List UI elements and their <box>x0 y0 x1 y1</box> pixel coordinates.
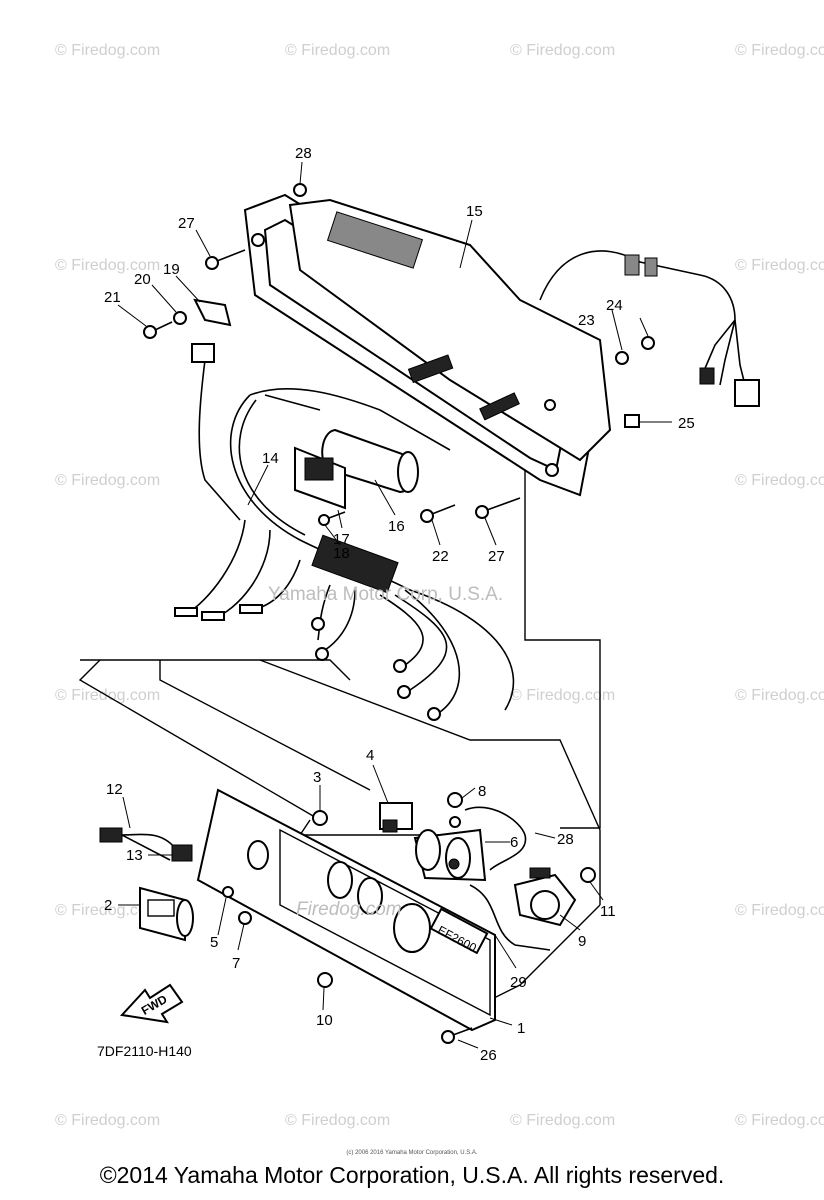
watermark-tile: © Firedog.com <box>735 257 824 274</box>
watermark-tile: © Firedog.com <box>285 42 390 59</box>
callout-13: 13 <box>126 847 143 864</box>
capacitor-bracket <box>294 446 346 510</box>
washer <box>173 311 187 325</box>
callout-5: 5 <box>210 934 218 951</box>
callout-7: 7 <box>232 955 240 972</box>
callout-18: 18 <box>333 545 350 562</box>
nut <box>293 183 307 197</box>
control-box-housing <box>243 193 612 497</box>
watermark-tile: © Firedog.com <box>55 902 160 919</box>
watermark-tile: © Firedog.com <box>55 257 160 274</box>
callout-14: 14 <box>262 450 279 467</box>
twist-lock-receptacle <box>513 867 577 927</box>
screw <box>317 972 333 988</box>
callout-21: 21 <box>104 289 121 306</box>
callout-30: 29 <box>510 974 527 991</box>
callout-3: 3 <box>313 769 321 786</box>
watermark-tile: © Firedog.com <box>735 42 824 59</box>
meter <box>139 886 194 942</box>
label-plate <box>624 414 640 428</box>
callout-24: 24 <box>606 297 623 314</box>
screw <box>238 911 252 925</box>
callout-2: 2 <box>104 897 112 914</box>
screw <box>318 511 346 526</box>
ac-receptacle <box>413 816 487 882</box>
nut <box>447 792 463 808</box>
callout-20: 20 <box>134 271 151 288</box>
control-panel: EF2600 <box>196 788 496 1032</box>
tiny-credit: (c) 2006 2016 Yamaha Motor Corporation, … <box>346 1150 478 1156</box>
watermark-tile: © Firedog.com <box>510 42 615 59</box>
callout-29: 28 <box>557 831 574 848</box>
watermark-tile: © Firedog.com <box>55 472 160 489</box>
callout-9: 9 <box>578 933 586 950</box>
callout-27: 27 <box>178 215 195 232</box>
pilot-lamp-cord <box>99 827 176 861</box>
callouts: 28 27 15 19 20 21 24 23 25 14 16 17 18 2… <box>104 145 695 1064</box>
nut <box>580 867 596 883</box>
copyright-footer: ©2014 Yamaha Motor Corporation, U.S.A. A… <box>99 1162 725 1188</box>
watermark-tile: © Firedog.com <box>735 472 824 489</box>
nut <box>641 336 655 350</box>
watermark-tile: © Firedog.com <box>510 687 615 704</box>
callout-15: 15 <box>466 203 483 220</box>
callout-6: 6 <box>510 834 518 851</box>
panel-watermark: Firedog.com <box>296 899 402 920</box>
callout-26: 26 <box>480 1047 497 1064</box>
callout-17: 17 <box>333 531 350 548</box>
main-cable-harness <box>539 250 760 407</box>
drawing-code: 7DF2110-H140 <box>97 1043 192 1059</box>
watermark-tile: © Firedog.com <box>510 1112 615 1129</box>
wiring-harness <box>174 388 515 721</box>
screw <box>205 249 246 270</box>
leader-lines <box>117 161 672 1049</box>
watermark-tile: © Firedog.com <box>735 687 824 704</box>
callout-1: 1 <box>517 1020 525 1037</box>
connector-clip <box>193 298 232 327</box>
callout-27b: 27 <box>488 548 505 565</box>
callout-25: 25 <box>678 415 695 432</box>
watermark-tile: © Firedog.com <box>735 1112 824 1129</box>
watermark-tile: © Firedog.com <box>735 902 824 919</box>
callout-16: 16 <box>388 518 405 535</box>
watermark-tile: © Firedog.com <box>285 1112 390 1129</box>
nut <box>615 351 629 365</box>
assembly-lines <box>78 470 601 1001</box>
callout-19: 19 <box>163 261 180 278</box>
circuit-breaker <box>379 802 413 833</box>
callout-11: 11 <box>600 903 616 920</box>
callout-22: 22 <box>432 548 449 565</box>
callout-23: 23 <box>578 312 595 329</box>
ground-wire <box>464 806 527 871</box>
capacitor <box>321 428 419 494</box>
screw <box>143 321 173 339</box>
watermark-tile: © Firedog.com <box>55 42 160 59</box>
screw <box>475 497 521 519</box>
receptacle-wire <box>469 884 551 951</box>
screw <box>420 504 456 523</box>
connector-wire <box>191 343 241 521</box>
watermark-tile: © Firedog.com <box>55 1112 160 1129</box>
forward-arrow: FWD <box>119 983 184 1024</box>
callout-12: 12 <box>106 781 123 798</box>
mid-watermark: Yamaha Motor Corp, U.S.A. <box>268 584 504 605</box>
callout-10: 10 <box>316 1012 333 1029</box>
callout-8: 8 <box>478 783 486 800</box>
grommet <box>312 810 328 826</box>
screw <box>441 1027 473 1044</box>
callout-4: 4 <box>366 747 374 764</box>
callout-28: 28 <box>295 145 312 162</box>
switch <box>171 844 193 862</box>
screw <box>222 886 234 898</box>
